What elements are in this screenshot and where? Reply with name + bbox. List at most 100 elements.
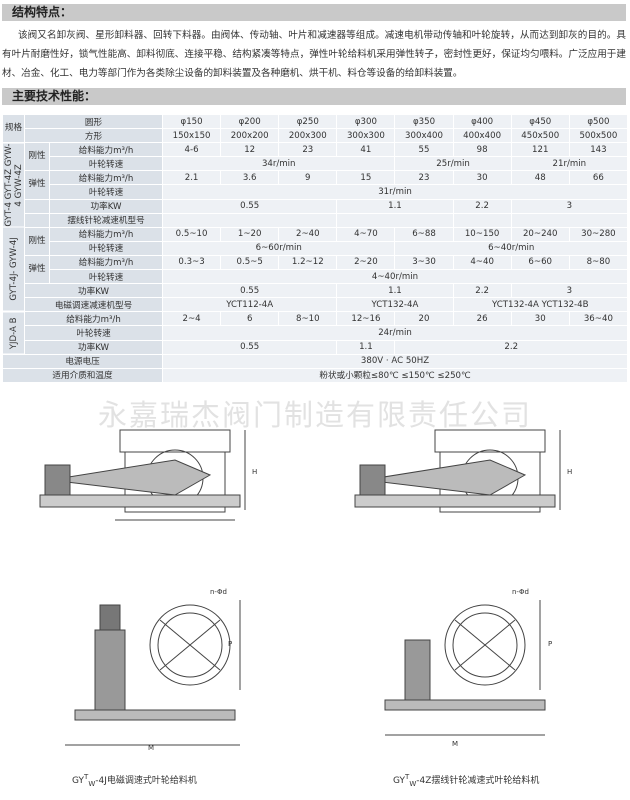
- dim-m-left: M: [148, 744, 155, 752]
- table-cell: 500x500: [568, 128, 629, 144]
- table-cell: φ200: [220, 113, 280, 130]
- table-cell: 31r/min: [162, 184, 628, 200]
- dim-nd-left: n-Φd: [210, 588, 227, 596]
- group-label: GYT-4 GYT-4Z GYW-4 GYW-4Z: [2, 142, 25, 228]
- table-cell: 6~88: [394, 226, 454, 242]
- caption-left: GYTW-4J电磁调速式叶轮给料机: [72, 773, 197, 788]
- row-label: 功率KW: [23, 283, 164, 299]
- table-cell: YCT112-4A: [162, 297, 338, 313]
- table-cell: 0.3~3: [162, 254, 222, 271]
- row-label: 给料能力m³/h: [48, 142, 164, 158]
- table-cell: 6~40r/min: [394, 240, 628, 256]
- table-cell: 12: [220, 142, 280, 158]
- table-cell: 8~10: [278, 311, 338, 327]
- table-cell: 300x400: [394, 128, 454, 144]
- table-cell: φ450: [510, 113, 570, 130]
- table-cell: 48: [510, 170, 570, 186]
- table-cell: φ400: [452, 113, 512, 130]
- table-cell: 150x150: [162, 128, 222, 144]
- row-label: 给料能力m³/h: [48, 254, 164, 271]
- section-header-performance: 主要技术性能：: [2, 88, 626, 105]
- row-label: 给料能力m³/h: [48, 226, 164, 242]
- table-row: 摆线针轮减速机型号: [3, 212, 629, 228]
- table-cell: 2.2: [452, 198, 512, 214]
- row-label: 给料能力m³/h: [48, 170, 164, 186]
- table-cell: 200x200: [220, 128, 280, 144]
- table-cell: 0.55: [162, 283, 338, 299]
- row-label: 适用介质和温度: [1, 367, 164, 383]
- table-cell: 66: [568, 170, 629, 186]
- table-cell: 200x300: [278, 128, 338, 144]
- table-cell: 23: [278, 142, 338, 158]
- row-label: [24, 198, 50, 214]
- table-cell: 98: [452, 142, 512, 158]
- row-label: 弹性: [24, 254, 50, 285]
- table-cell: 2.1: [162, 170, 222, 186]
- table-cell: 3: [510, 283, 629, 299]
- table-cell: 121: [510, 142, 570, 158]
- table-cell: 8~80: [568, 254, 629, 271]
- dim-h-left: H: [252, 468, 258, 476]
- row-label: 叶轮转速: [48, 240, 164, 256]
- table-cell: 6: [220, 311, 280, 327]
- table-cell: 6~60r/min: [162, 240, 396, 256]
- table-cell: 400x400: [452, 128, 512, 144]
- section-header-structure: 结构特点：: [2, 4, 626, 21]
- row-label: 功率KW: [23, 339, 164, 355]
- table-cell: φ150: [162, 113, 222, 130]
- table-cell: 15: [336, 170, 396, 186]
- row-label: 摆线针轮减速机型号: [48, 212, 164, 228]
- group-label: GYT-4J- GYW-4J: [2, 227, 25, 312]
- watermark: 永嘉瑞杰阀门制造有限责任公司: [97, 398, 532, 432]
- table-cell: 23: [394, 170, 454, 186]
- row-label: 刚性: [24, 226, 50, 256]
- table-cell: 30: [452, 170, 512, 186]
- table-cell: 6~60: [510, 254, 570, 271]
- table-cell: 1.1: [336, 339, 396, 355]
- dim-h-right: H: [567, 468, 573, 476]
- table-cell: 4~40r/min: [162, 269, 628, 285]
- row-label: 叶轮转速: [48, 156, 164, 172]
- table-cell: 2.2: [394, 339, 628, 355]
- row-label: [24, 212, 50, 228]
- table-cell: 0.55: [162, 198, 338, 214]
- table-cell: 4~70: [336, 226, 396, 242]
- table-cell: 3~30: [394, 254, 454, 271]
- table-cell: 4-6: [162, 142, 222, 158]
- feeder-side-view-right: [354, 429, 561, 513]
- table-cell: 2.2: [452, 283, 512, 299]
- feeder-front-view-right: [384, 600, 546, 736]
- dim-m-right: M: [452, 740, 459, 748]
- table-cell: 30: [510, 311, 570, 327]
- table-cell: φ300: [336, 113, 396, 130]
- table-cell: 10~150: [452, 226, 512, 242]
- row-label: 弹性: [24, 170, 50, 200]
- table-cell: 粉状或小颗粒≤80℃ ≤150℃ ≤250℃: [162, 367, 628, 383]
- table-cell: 25r/min: [394, 156, 512, 172]
- dim-p-right: P: [548, 640, 553, 648]
- table-cell: 21r/min: [510, 156, 629, 172]
- table-cell: 34r/min: [162, 156, 396, 172]
- table-cell: [452, 212, 512, 228]
- table-cell: φ350: [394, 113, 454, 130]
- feeder-side-view-left: [39, 429, 246, 521]
- table-cell: 3.6: [220, 170, 280, 186]
- row-label: 刚性: [24, 142, 50, 172]
- table-cell: 2~4: [162, 311, 222, 327]
- table-cell: 30~280: [568, 226, 629, 242]
- table-cell: 55: [394, 142, 454, 158]
- table-cell: 380V · AC 50HZ: [162, 353, 628, 369]
- row-label: 叶轮转速: [48, 184, 164, 200]
- table-cell: 20~240: [510, 226, 570, 242]
